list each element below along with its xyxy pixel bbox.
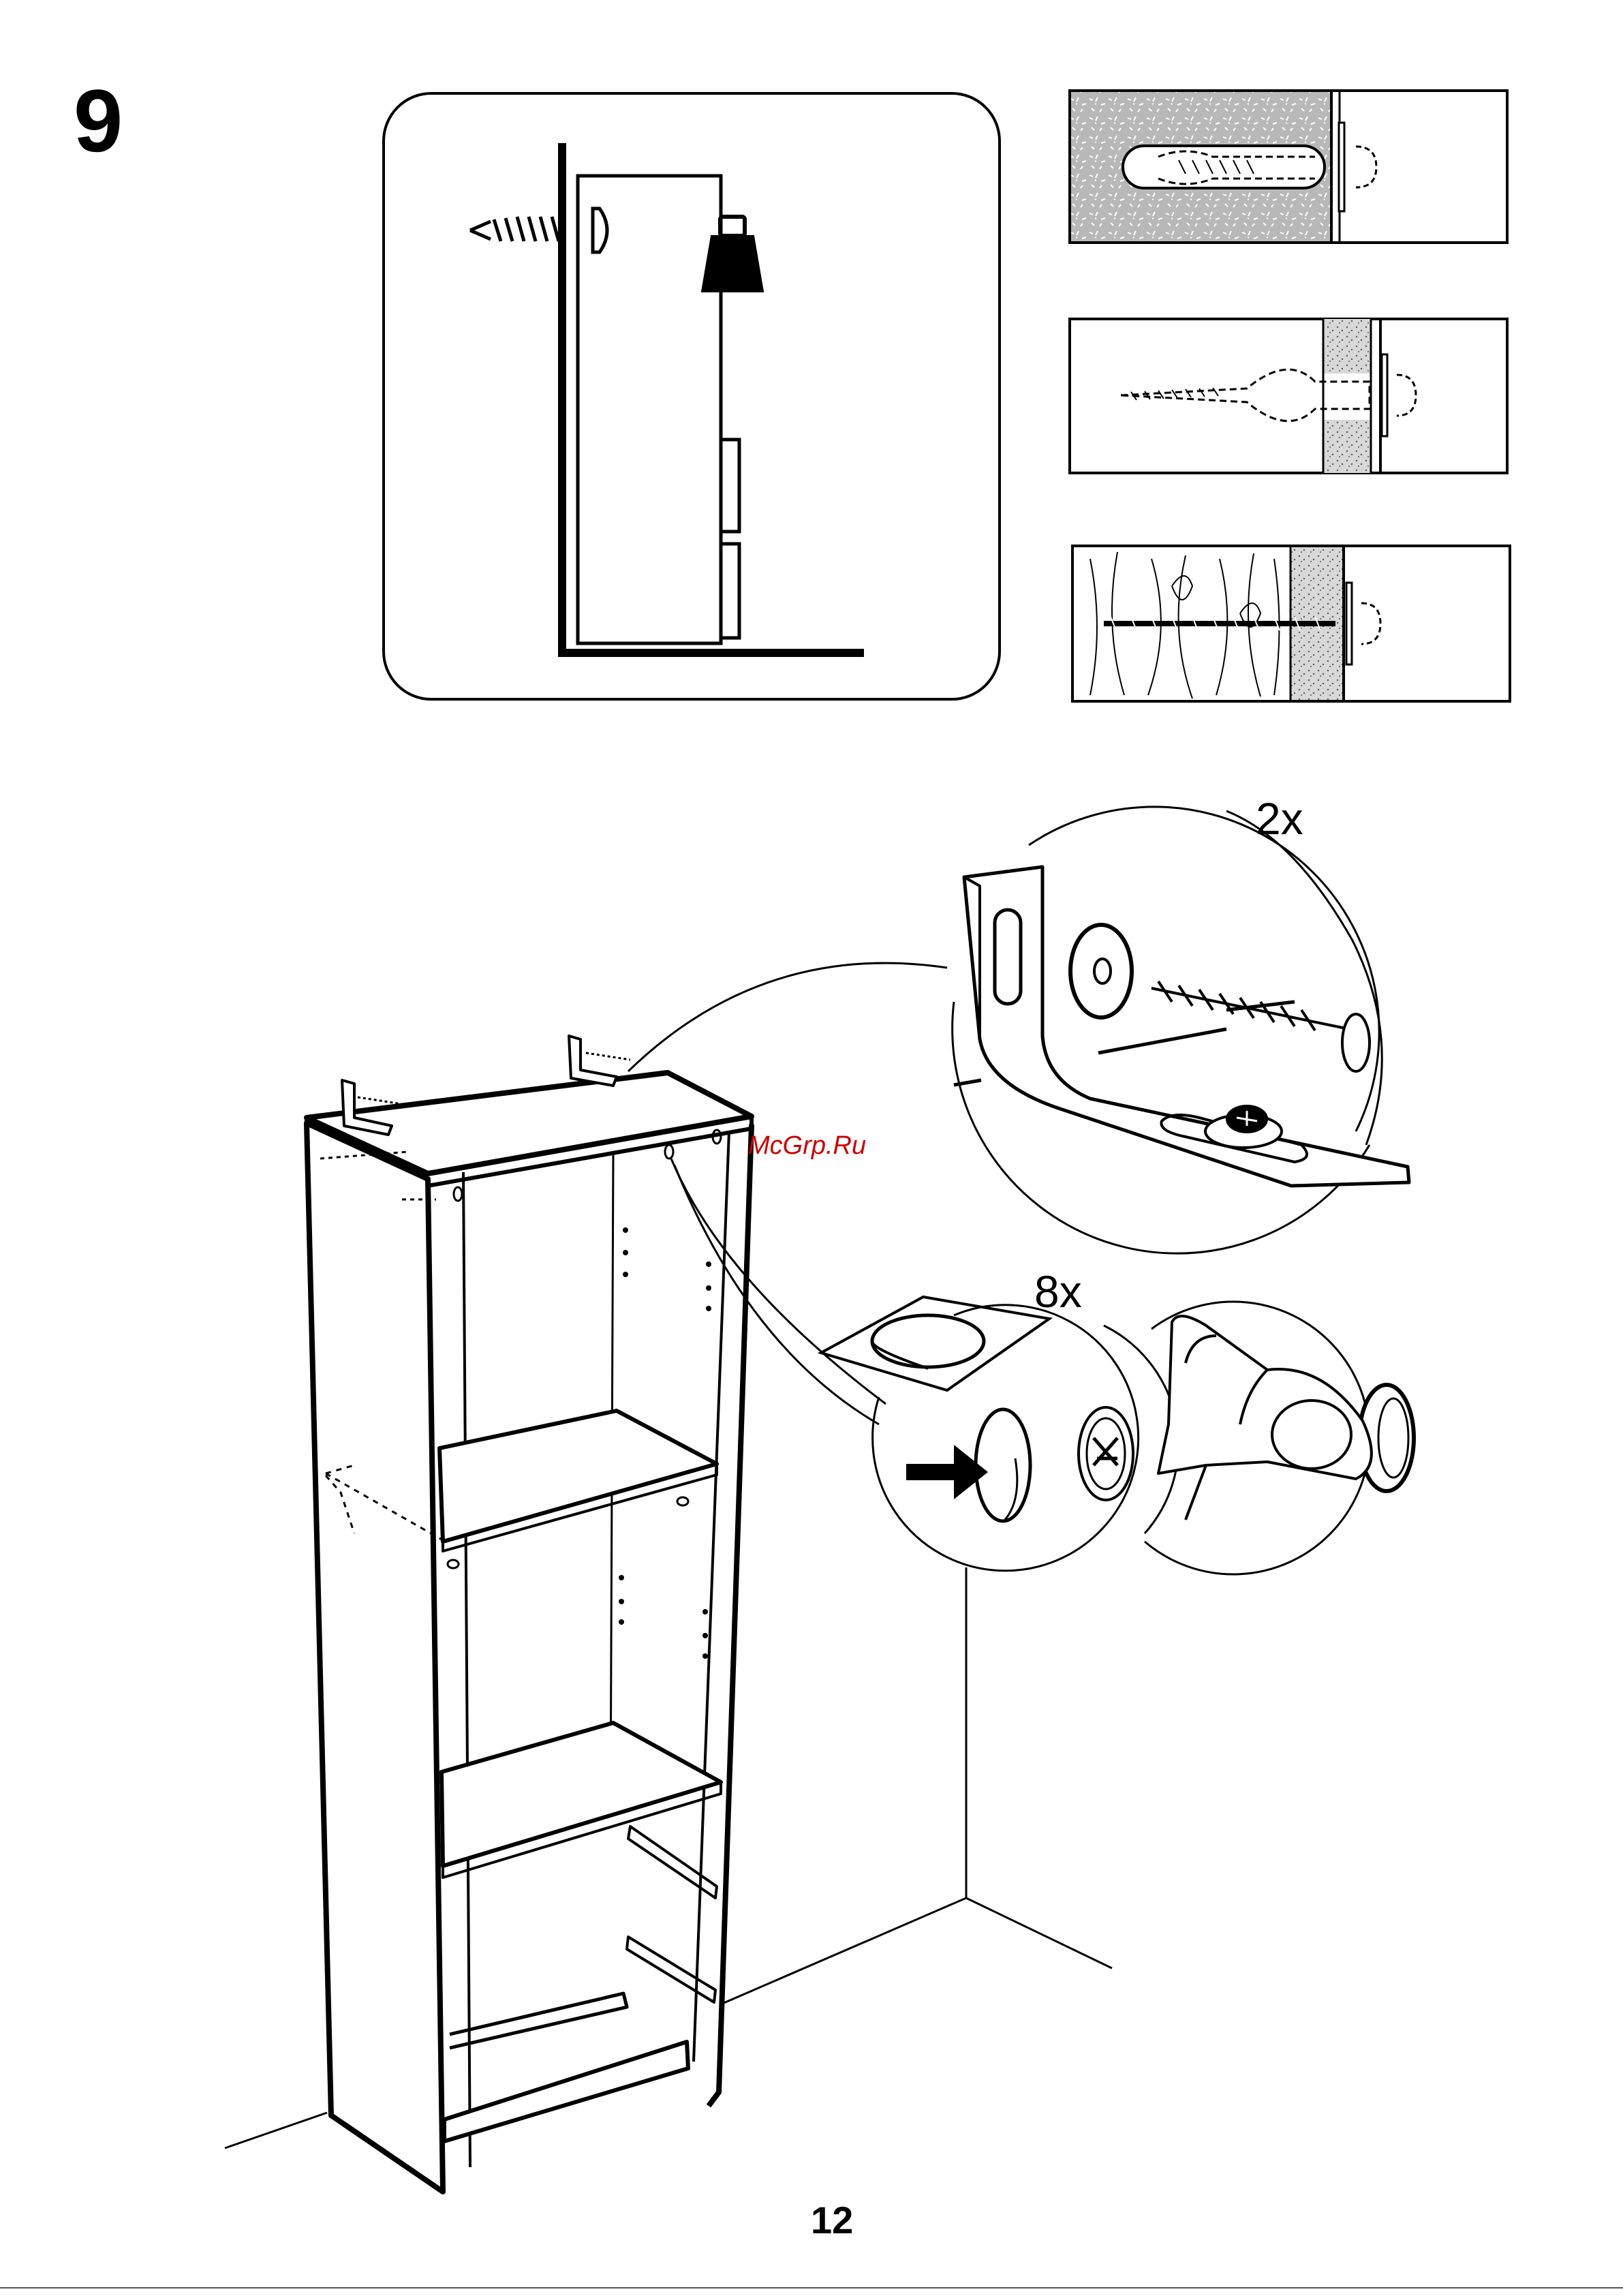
cap-count-label: 8x <box>1034 1269 1082 1314</box>
thumb-icon <box>1158 1316 1372 1520</box>
bracket-count-label: 2x <box>1256 796 1303 841</box>
wall-bracket-icon <box>953 807 1409 1253</box>
watermark[interactable]: McGrp.Ru <box>748 1133 866 1159</box>
wall-plug-icon <box>1070 91 1510 701</box>
page-number: 12 <box>811 2201 853 2239</box>
page-bottom-rule <box>0 2287 1623 2289</box>
step-number: 9 <box>74 76 123 165</box>
wall-safety-panel <box>384 93 1000 699</box>
screw-icon <box>470 209 607 252</box>
weight-icon <box>702 217 763 292</box>
bookcase-illustration <box>307 1036 752 2192</box>
